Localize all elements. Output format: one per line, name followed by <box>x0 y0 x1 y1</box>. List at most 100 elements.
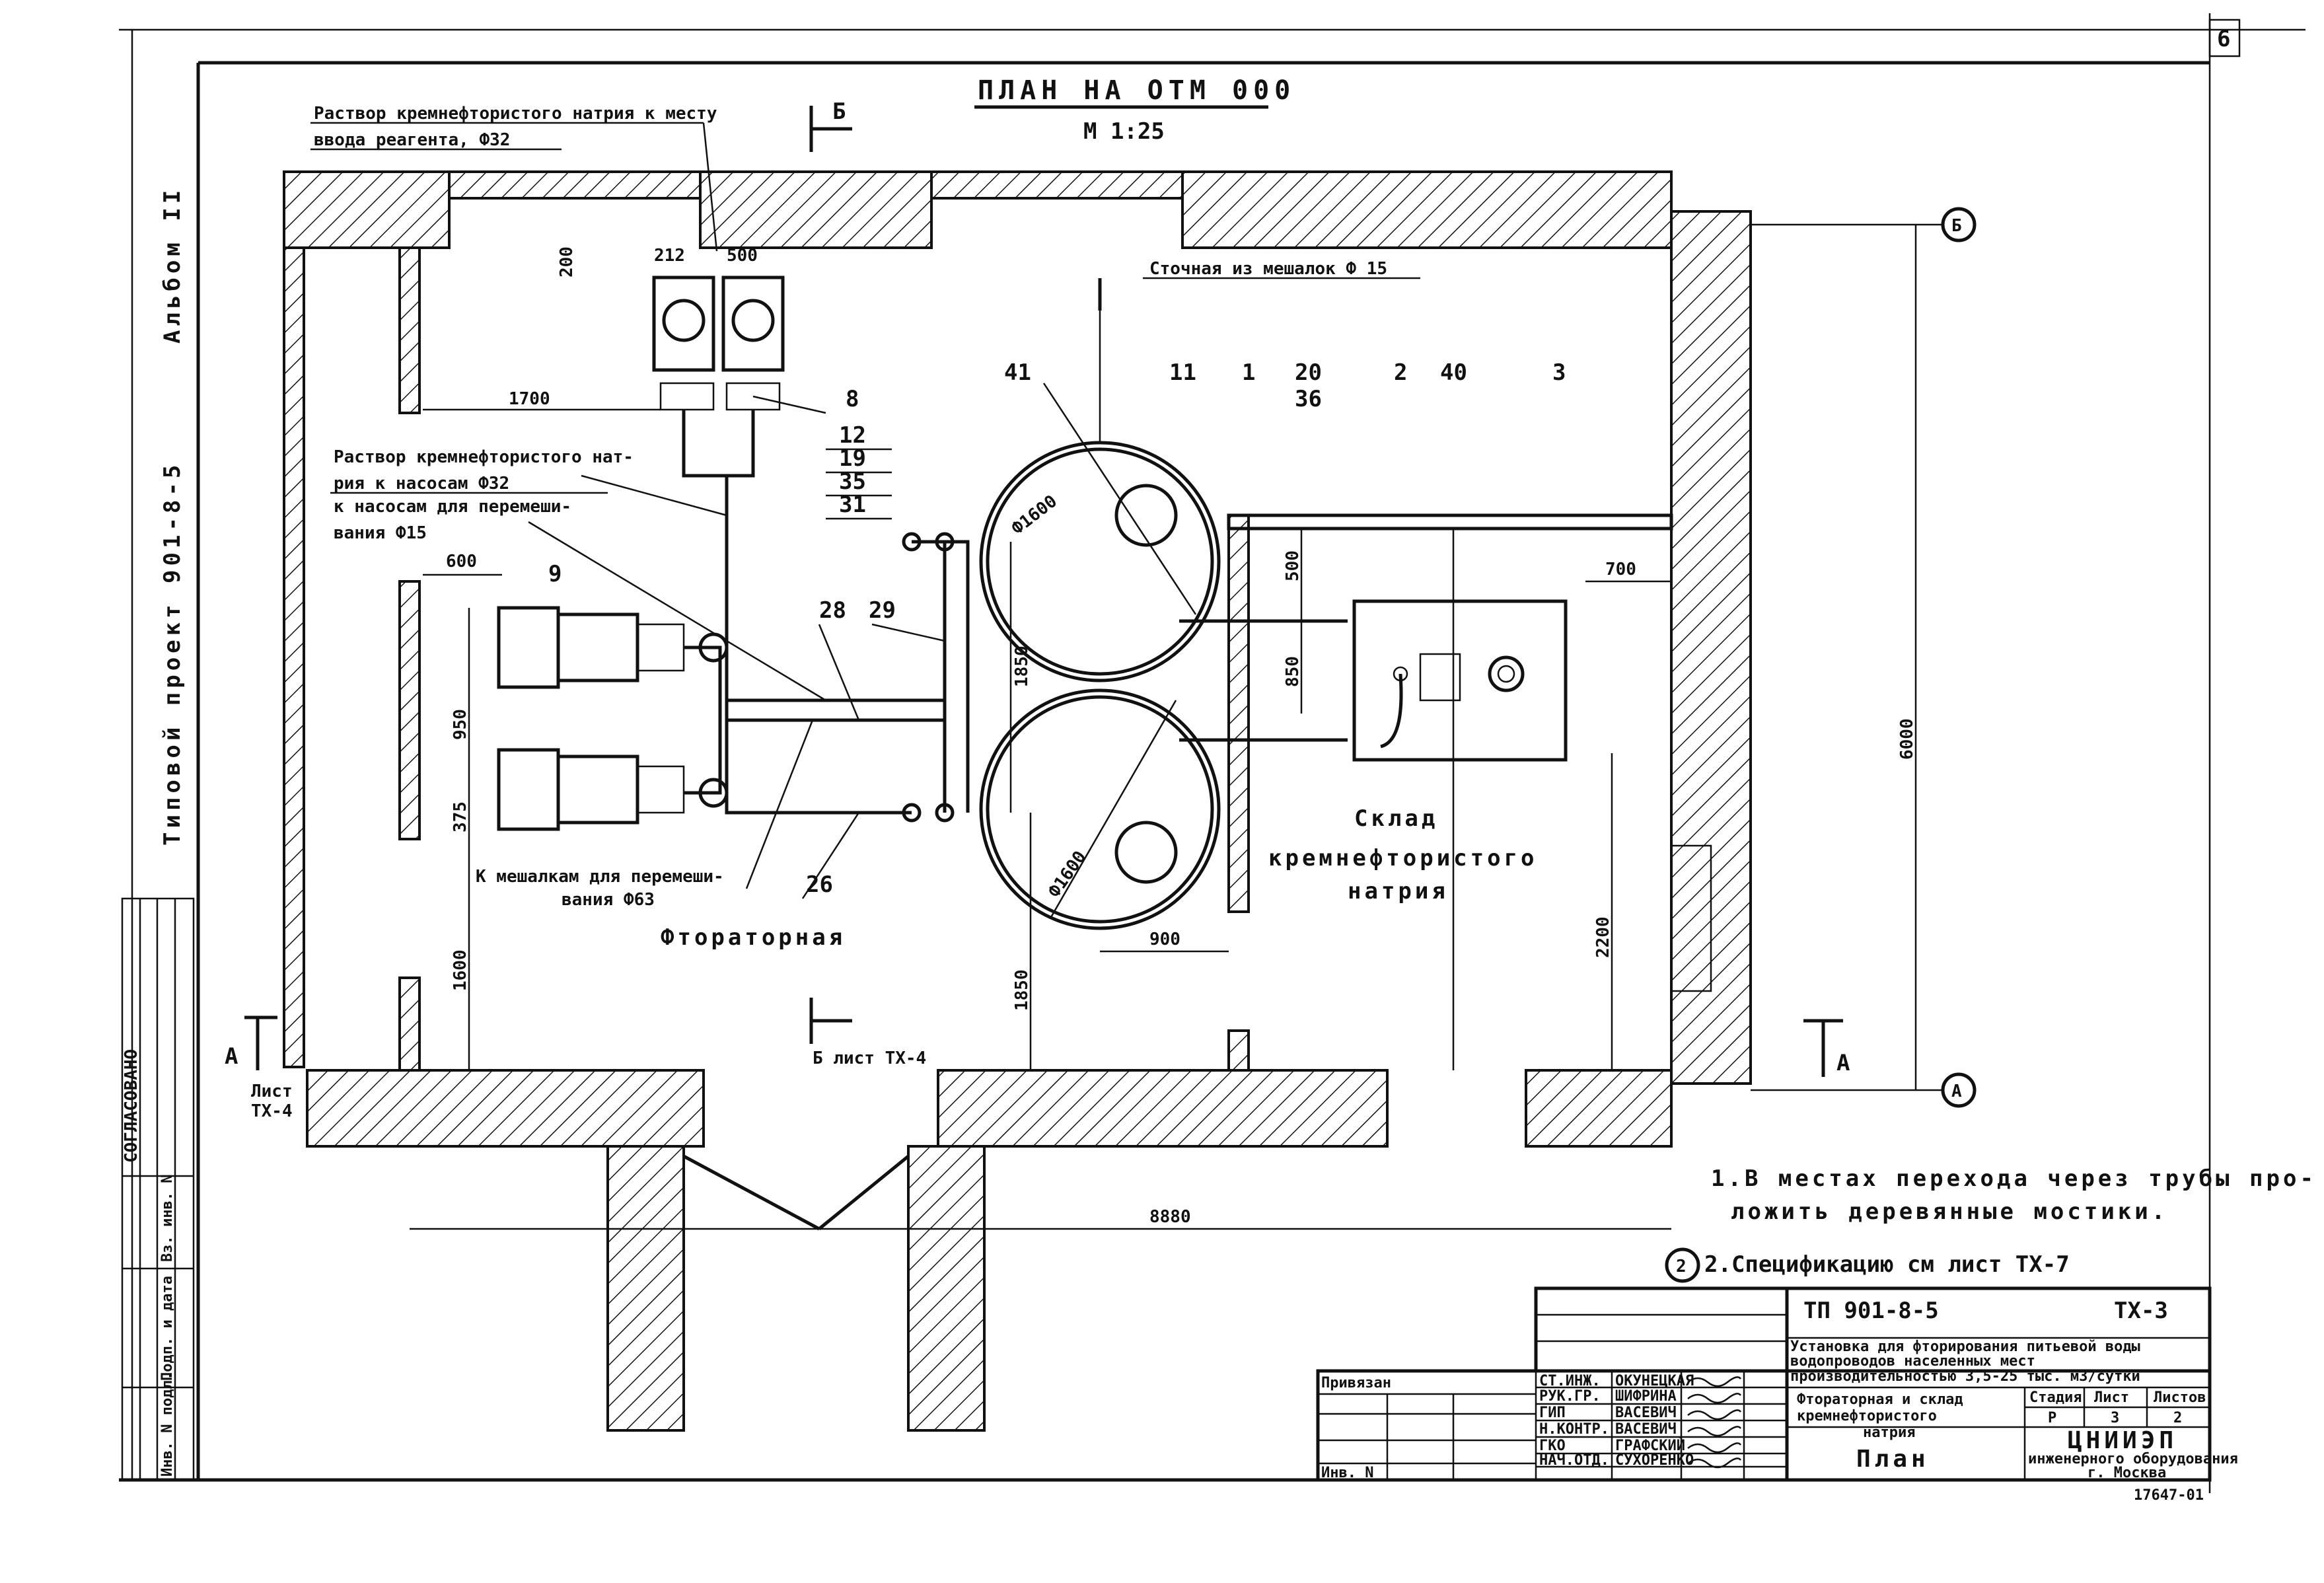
dim-212: 212 <box>654 246 685 266</box>
dim-900: 900 <box>1149 930 1180 949</box>
section-a-right: А <box>1836 1050 1850 1076</box>
mixing-tanks <box>979 311 1221 930</box>
callout-29: 29 <box>869 597 896 624</box>
tb-org-2: инженерного оборудования <box>2028 1451 2238 1467</box>
callout-11: 11 <box>1169 359 1196 386</box>
axis-2-label: 2 <box>1676 1257 1687 1276</box>
tb-code: ТП 901-8-5 <box>1803 1298 1939 1324</box>
callout-36: 36 <box>1295 386 1322 412</box>
callout-1: 1 <box>1242 359 1255 386</box>
diameter-lower: Ф1600 <box>1044 848 1090 901</box>
note-2: 2.Спецификацию см лист ТХ-7 <box>1704 1251 2070 1278</box>
axis-2-marker <box>1665 1247 1700 1283</box>
storage-label-2: кремнефтористого <box>1268 845 1538 871</box>
side-inv-label: Инв. N подл. <box>159 1372 176 1477</box>
section-b-top: Б <box>832 98 846 125</box>
tb-role: ГИП <box>1539 1405 1566 1421</box>
fluorator-room-label: Фтораторная <box>661 924 846 951</box>
project-vertical-label: Типовой проект 901-8-5 <box>159 461 186 846</box>
solution-top-label: Раствор кремнефтористого натрия к месту <box>314 104 717 124</box>
tb-sheet: 3 <box>2111 1410 2119 1426</box>
left-margin-strip: СОГЛАСОВАНО Инв. N подл. Подп. и дата Вз… <box>121 897 195 1481</box>
dimension-lines <box>410 223 1942 1230</box>
tb-person: ОКУНЕЦКАЯ <box>1615 1373 1694 1389</box>
tb-person: СУХОРЕНКО <box>1615 1452 1694 1469</box>
tb-person: ВАСЕВИЧ <box>1615 1421 1677 1438</box>
dim-1850-b: 1850 <box>1012 969 1032 1011</box>
solution-pumps-label: Раствор кремнефтористого нат- <box>334 447 634 467</box>
tb-role: РУК.ГР. <box>1539 1388 1601 1405</box>
callout-40: 40 <box>1440 359 1467 386</box>
axis-a-marker <box>1941 1072 1977 1108</box>
dim-850: 850 <box>1283 656 1303 687</box>
album-vertical-label: Альбом II <box>159 186 186 344</box>
tb-org-1: ЦНИИЭП <box>2068 1427 2177 1454</box>
tb-desc-2: водопроводов населенных мест <box>1790 1353 2035 1370</box>
tb-stage-header: Стадия <box>2029 1389 2082 1406</box>
note-1-line-1: 1.В местах перехода через трубы про- <box>1711 1165 2317 1192</box>
pipelines <box>725 476 1348 823</box>
dim-600: 600 <box>446 552 477 571</box>
page-number: 6 <box>2217 26 2230 52</box>
tb-name-2: кремнефтористого <box>1797 1408 1937 1424</box>
dim-1700: 1700 <box>509 389 550 409</box>
tb-role: СТ.ИНЖ. <box>1539 1373 1601 1389</box>
drawing-scale: М 1:25 <box>1083 118 1165 145</box>
callout-2: 2 <box>1394 359 1407 386</box>
section-b-bottom: Б лист ТХ-4 <box>813 1049 926 1068</box>
tb-sheets: 2 <box>2173 1410 2182 1426</box>
drain-label: Сточная из мешалок Ф 15 <box>1149 259 1387 279</box>
axis-a-label: А <box>1951 1082 1962 1101</box>
tb-org-3: г. Москва <box>2088 1465 2166 1481</box>
sheet-ref-2: ТХ-4 <box>251 1101 293 1121</box>
tb-sheet-code: ТХ-3 <box>2114 1298 2168 1324</box>
tb-role: Н.КОНТР. <box>1539 1421 1609 1438</box>
mixing-pumps-label: к насосам для перемеши- <box>334 497 571 517</box>
tb-roles: СТ.ИНЖ. РУК.ГР. ГИП Н.КОНТР. ГКО НАЧ.ОТД… <box>1539 1373 1694 1469</box>
dim-950: 950 <box>451 709 470 740</box>
dim-8880: 8880 <box>1149 1207 1191 1227</box>
tb-role: ГКО <box>1539 1438 1566 1454</box>
dim-6000: 6000 <box>1897 718 1917 760</box>
section-a-left: А <box>225 1043 238 1070</box>
side-sign-label: Подп. и дата <box>159 1276 176 1381</box>
walls <box>283 170 1752 1432</box>
title-block <box>1316 1286 2212 1482</box>
tb-bound-label: Привязан <box>1321 1375 1391 1391</box>
tb-name-3: натрия <box>1863 1424 1915 1441</box>
tb-desc-3: производительностью 3,5-25 тыс. м3/сутки <box>1790 1368 2140 1385</box>
mixing-pumps-label-2: вания Ф15 <box>334 523 427 543</box>
dim-1600: 1600 <box>451 949 470 991</box>
storage-label-1: Склад <box>1354 805 1438 832</box>
callouts: 41 11 1 20 36 2 40 3 8 12 19 35 31 9 28 … <box>548 359 1566 899</box>
callout-8: 8 <box>846 386 859 412</box>
tb-person: ВАСЕВИЧ <box>1615 1405 1677 1421</box>
solution-pumps-label-2: рия к насосам Ф32 <box>334 474 509 494</box>
callout-12: 12 <box>839 422 866 449</box>
dim-700: 700 <box>1605 560 1636 579</box>
tb-sheets-header: Листов <box>2154 1389 2206 1406</box>
tb-sheet-header: Лист <box>2094 1389 2129 1406</box>
dim-500-top: 500 <box>727 246 758 266</box>
note-1-line-2: ложить деревянные мостики. <box>1731 1198 2168 1225</box>
tb-drawing-name: План <box>1856 1446 1930 1473</box>
callout-9: 9 <box>548 561 562 587</box>
tb-person: ШИФРИНА <box>1615 1388 1677 1405</box>
archive-number: 17647-01 <box>2134 1487 2204 1504</box>
side-replace-label: Вз. инв. N <box>159 1175 176 1262</box>
storage-label-3: натрия <box>1348 878 1449 904</box>
solution-top-label-2: ввода реагента, Ф32 <box>314 130 510 150</box>
tb-role: НАЧ.ОТД. <box>1539 1452 1609 1469</box>
callout-28: 28 <box>819 597 846 624</box>
approval-label: СОГЛАСОВАНО <box>122 1049 141 1163</box>
sheet-ref-1: Лист <box>251 1082 293 1101</box>
tb-inv-label: Инв. N <box>1321 1465 1373 1481</box>
tb-name-1: Фтораторная и склад <box>1797 1391 1963 1408</box>
dim-375: 375 <box>451 801 470 832</box>
callout-26: 26 <box>806 871 833 898</box>
dim-1850-a: 1850 <box>1012 645 1032 687</box>
dim-2200: 2200 <box>1593 916 1613 958</box>
callout-41: 41 <box>1004 359 1031 386</box>
